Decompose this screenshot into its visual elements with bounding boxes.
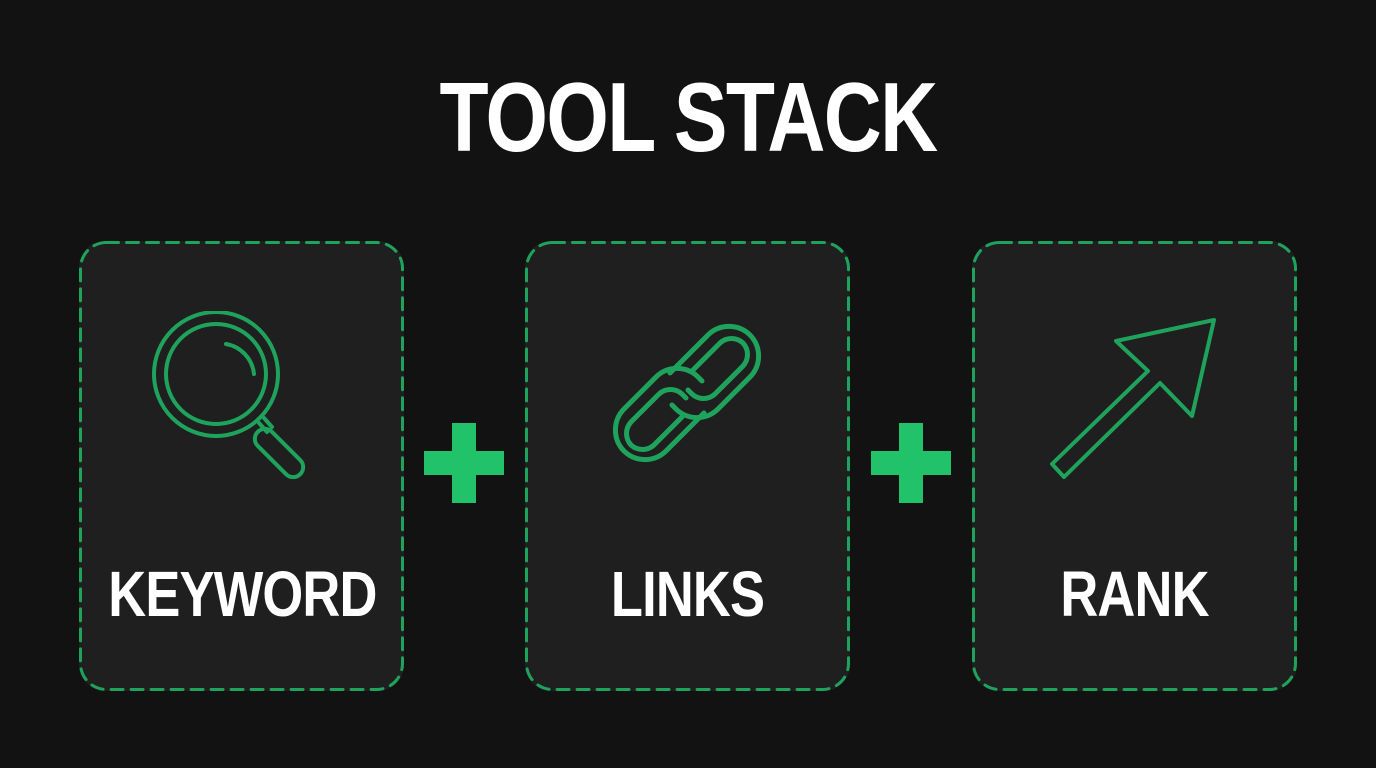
- page-title: TOOL STACK: [439, 62, 938, 172]
- plus-icon: [871, 423, 951, 503]
- card-label: LINKS: [610, 558, 765, 630]
- magnifying-glass-icon: [152, 311, 306, 480]
- chain-link-icon: [612, 323, 762, 463]
- card-keyword: KEYWORD: [79, 241, 404, 691]
- dashed-border: [525, 241, 850, 691]
- card-rank: RANK: [972, 241, 1297, 691]
- plus-icon: [424, 423, 504, 503]
- dashed-border: [79, 241, 404, 691]
- dashed-border: [972, 241, 1297, 691]
- card-label: KEYWORD: [108, 558, 377, 630]
- card-links: LINKS: [525, 241, 850, 691]
- arrow-up-right-icon: [1050, 318, 1216, 479]
- card-label: RANK: [1060, 558, 1209, 630]
